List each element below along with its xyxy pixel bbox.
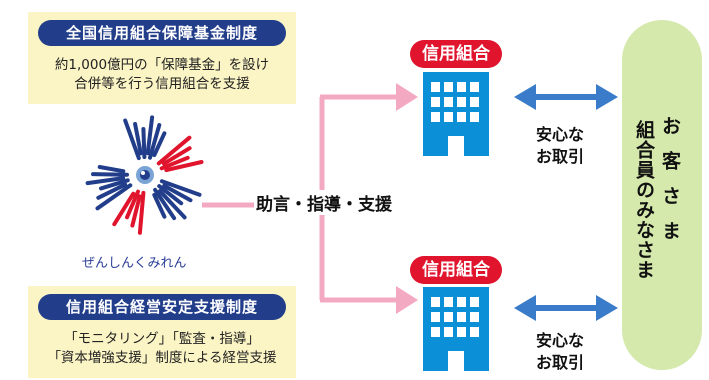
customers-title: お客さま (659, 116, 681, 256)
building-window (444, 112, 453, 122)
guarantee-fund-line-1: 約1,000億円の「保障基金」を設け (54, 57, 270, 73)
logo-stripe (137, 190, 146, 235)
logo-stripe (148, 123, 162, 160)
building-window (444, 97, 453, 107)
logo-stripe (157, 184, 184, 206)
logo-stripe (85, 176, 126, 186)
logo-stripe (95, 183, 133, 211)
building-window (431, 297, 440, 307)
logo-stripe (162, 183, 193, 203)
logo-stripe (99, 178, 130, 191)
logo-stripe (133, 122, 143, 156)
building-window (470, 327, 479, 337)
stability-support-title: 信用組合経営安定支援制度 (38, 294, 286, 320)
guarantee-fund-title: 全国信用組合保障基金制度 (38, 20, 286, 46)
lower-branch-arrowhead (396, 286, 418, 314)
members-title: 組合員のみなさま (633, 120, 655, 280)
logo-stripe (164, 160, 204, 173)
stability-support-line-1: 「モニタリング」「監査・指導」 (64, 331, 260, 347)
credit-union-label-lower: 信用組合 (410, 256, 502, 284)
logo-stripe (141, 127, 147, 159)
building-window (470, 297, 479, 307)
stability-support-line-2: 「資本増強支援」制度による経営支援 (47, 350, 277, 366)
building-window (470, 312, 479, 322)
building-window (431, 82, 440, 92)
logo-stripe (145, 115, 155, 156)
building-window (431, 97, 440, 107)
logo-stripe (159, 179, 202, 197)
guarantee-fund-description: 約1,000億円の「保障基金」を設け 合併等を行う信用組合を支援 (28, 56, 296, 94)
building-window (457, 312, 466, 322)
building-window (470, 82, 479, 92)
building-window (457, 82, 466, 92)
logo-stripe (152, 192, 167, 219)
zenshinkumiren-logo (85, 115, 204, 235)
lower-transaction-arrow (514, 295, 618, 321)
logo-stripe (130, 194, 142, 228)
building-window (457, 112, 466, 122)
logo-stripe (153, 187, 177, 221)
upper-transaction-arrow (514, 84, 618, 110)
building-window (431, 312, 440, 322)
logo-stripe (91, 172, 129, 177)
safe-transaction-label-upper: 安心な お取引 (520, 124, 600, 168)
building-window (457, 327, 466, 337)
building-window (444, 327, 453, 337)
advice-guidance-support-label: 助言・指導・支援 (254, 190, 394, 215)
logo-stripe (125, 189, 140, 220)
safe-transaction-line-1: 安心な (535, 125, 584, 144)
safe-transaction-line-2: お取引 (535, 353, 584, 372)
logo-stripe (156, 135, 192, 166)
building-window (444, 312, 453, 322)
building-window (431, 112, 440, 122)
building-window (444, 297, 453, 307)
safe-transaction-label-lower: 安心な お取引 (520, 330, 600, 374)
building-window (444, 82, 453, 92)
logo-caption: ぜんしんくみれん (82, 256, 187, 271)
building-window (457, 297, 466, 307)
logo-stripe (161, 146, 192, 166)
logo-stripe (158, 189, 187, 220)
building-window (431, 327, 440, 337)
lower-building-icon (423, 287, 489, 371)
credit-union-label-upper: 信用組合 (410, 40, 502, 68)
guarantee-fund-line-2: 合併等を行う信用組合を支援 (74, 76, 250, 92)
stability-support-box: 信用組合経営安定支援制度 「モニタリング」「監査・指導」 「資本増強支援」制度に… (28, 286, 296, 378)
logo-stripe (152, 131, 167, 158)
logo-stripe (123, 118, 141, 161)
guarantee-fund-box: 全国信用組合保障基金制度 約1,000億円の「保障基金」を設け 合併等を行う信用… (28, 12, 296, 104)
upper-building-icon (423, 72, 489, 156)
logo-stripe (112, 191, 136, 227)
logo-stripe (159, 155, 190, 171)
customers-panel (622, 20, 702, 370)
upper-branch-arrowhead (396, 83, 418, 111)
logo-stripe (96, 182, 128, 200)
building-window (470, 112, 479, 122)
safe-transaction-line-1: 安心な (535, 331, 584, 350)
logo-stripe (97, 165, 126, 174)
building-window (457, 97, 466, 107)
safe-transaction-line-2: お取引 (535, 147, 584, 166)
building-window (470, 97, 479, 107)
stability-support-description: 「モニタリング」「監査・指導」 「資本増強支援」制度による経営支援 (28, 330, 296, 368)
